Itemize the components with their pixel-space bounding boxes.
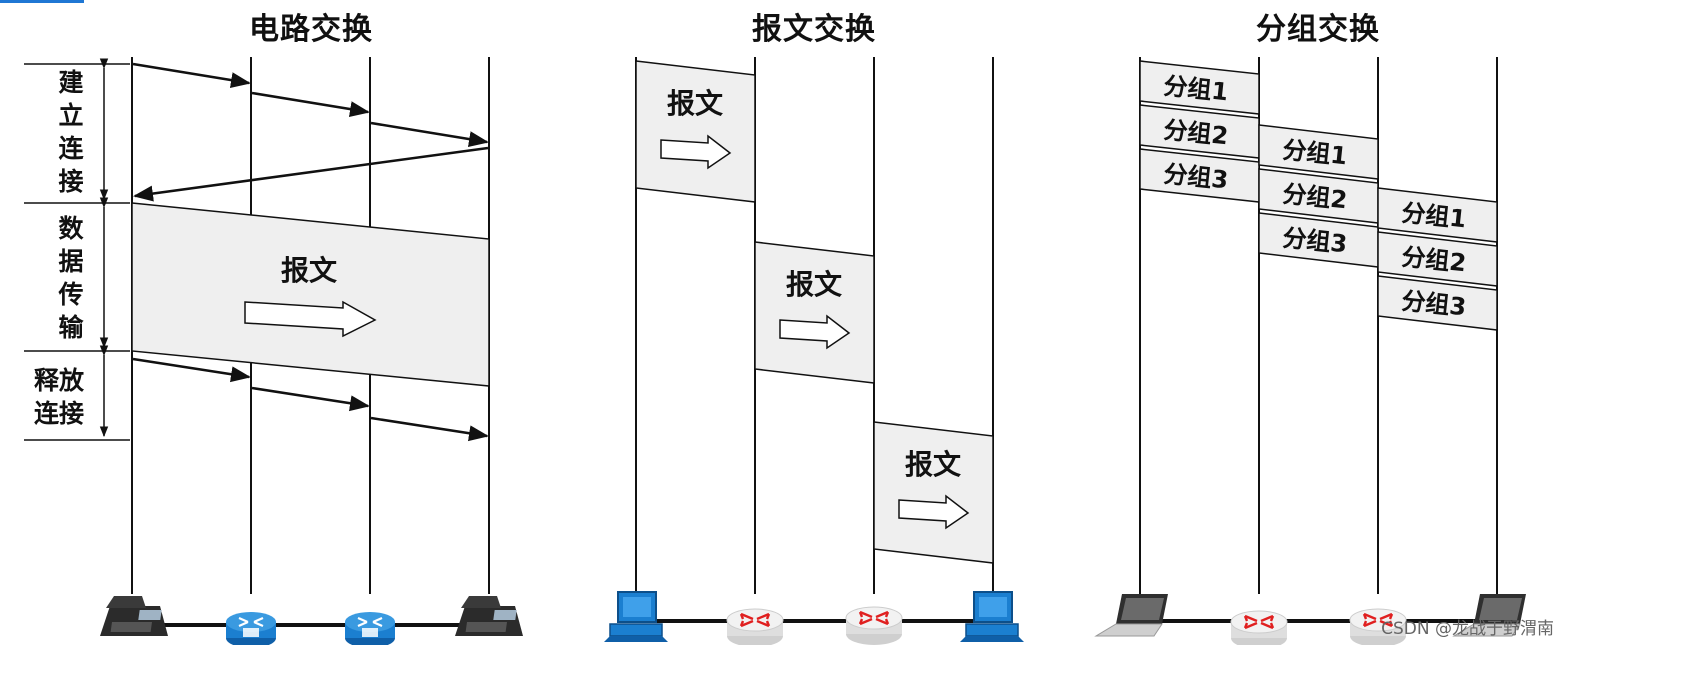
message-label-hop2: 报文 [786, 268, 842, 301]
watermark: CSDN @龙战于野渭南 [1381, 619, 1554, 639]
release-signal-arrow [132, 357, 251, 383]
message-switching-title: 报文交换 [752, 12, 876, 47]
packet-label: 分组1 [1400, 199, 1467, 234]
setup-signal-arrow [251, 91, 370, 117]
circuit-message-label: 报文 [281, 254, 337, 287]
circuit-switching-title: 电路交换 [249, 12, 373, 47]
laptop-icon [1095, 593, 1169, 637]
packet-block [1258, 124, 1379, 180]
message-block-hop1 [635, 60, 756, 203]
packet-label: 分组2 [1162, 116, 1229, 151]
release-signal-arrow [251, 386, 370, 412]
phase-release-label-line1: 释放 [33, 366, 84, 395]
packet-label: 分组3 [1162, 160, 1229, 195]
packet-label: 分组1 [1162, 72, 1229, 107]
router-icon [1229, 609, 1289, 645]
packet-block [1377, 231, 1498, 287]
top-accent-bar [0, 0, 84, 3]
router-icon [725, 607, 785, 645]
circuit-switching-section: 报文 [24, 57, 523, 645]
packet-block [1377, 187, 1498, 243]
switching-comparison-diagram: 报文 报文 报文 报文 [24, 57, 1527, 645]
right-arrow-icon [244, 300, 377, 338]
phone-icon [455, 596, 523, 636]
computer-icon [959, 591, 1025, 643]
router-icon [844, 605, 904, 645]
message-label-hop3: 报文 [905, 448, 961, 481]
packet-block [1377, 275, 1498, 331]
right-arrow-icon [660, 134, 732, 170]
packet-block [1139, 60, 1260, 115]
packet-switching-title: 分组交换 [1256, 12, 1380, 47]
right-arrow-icon [898, 494, 970, 530]
computer-icon [603, 591, 669, 643]
phase-release-label-line2: 连接 [33, 399, 84, 428]
message-block-hop3 [873, 421, 994, 564]
router-blue-icon [224, 610, 278, 645]
packet-label: 分组2 [1400, 243, 1467, 278]
setup-signal-arrow [132, 62, 251, 88]
message-block-hop2 [754, 241, 875, 384]
packet-label: 分组3 [1400, 287, 1467, 322]
circuit-message-block [131, 202, 490, 387]
release-signal-arrow [370, 416, 489, 442]
phase-setup-label: 建立连接 [58, 68, 84, 196]
packet-label: 分组3 [1281, 224, 1348, 259]
router-blue-icon [343, 610, 397, 645]
phase-transfer-label: 数据传输 [58, 214, 84, 342]
message-label-hop1: 报文 [667, 87, 723, 120]
packet-label: 分组1 [1281, 136, 1348, 171]
packet-switching-section: 分组1 分组2 分组3 分组1 分组2 分组3 分组1 分组2 分组3 [1095, 57, 1527, 645]
right-arrow-icon [779, 314, 851, 350]
packet-label: 分组2 [1281, 180, 1348, 215]
phone-icon [100, 596, 168, 636]
message-switching-section: 报文 报文 报文 [603, 57, 1025, 645]
setup-signal-arrow [370, 121, 489, 147]
setup-ack-arrow [133, 146, 489, 202]
